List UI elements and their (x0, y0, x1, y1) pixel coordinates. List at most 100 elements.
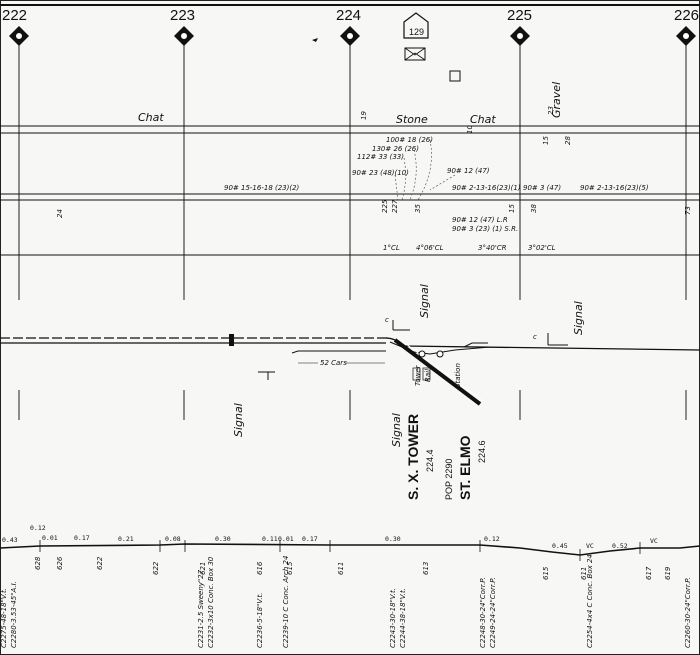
svg-text:C2232-3x10 Conc. Box 30: C2232-3x10 Conc. Box 30 (207, 556, 215, 648)
curve-note: 3°40'CR (478, 244, 507, 252)
svg-text:611: 611 (337, 562, 345, 575)
main-track (0, 334, 700, 351)
svg-text:0.01: 0.01 (278, 535, 294, 543)
svg-text:C2254-4x4 C Conc. Box 24: C2254-4x4 C Conc. Box 24 (586, 554, 594, 648)
rail-weight: 90# 2-13-16(23)(5) (580, 184, 649, 192)
rail-weight: 100# 18 (26) (386, 136, 433, 144)
curve-note: 3°02'CL (528, 244, 556, 252)
surface-gravel: Gravel (550, 82, 563, 118)
building-icon (449, 70, 461, 82)
surface-chat-left: Chat (138, 111, 164, 124)
svg-text:C2260-30-24"Corr.P.: C2260-30-24"Corr.P. (684, 577, 692, 648)
svg-text:619: 619 (664, 566, 672, 580)
svg-text:0.45: 0.45 (552, 542, 568, 550)
band-lines (0, 125, 700, 256)
bridge-number: 19 (360, 111, 368, 120)
svg-text:611: 611 (580, 567, 588, 580)
tick-number: 73 (684, 206, 692, 215)
highway-shield-icon: 129 (403, 12, 429, 39)
svg-text:616: 616 (256, 561, 264, 575)
rail-marker: Rail (424, 369, 432, 382)
diverging-track (393, 337, 484, 406)
rail-building-icon (422, 367, 431, 381)
rail-weight: 130# 26 (26) (372, 145, 419, 153)
svg-text:0.08: 0.08 (165, 535, 181, 543)
culvert-notes: C2275-48-18"V.t. C2280-3.53-45"A.I. C223… (0, 554, 692, 648)
milepost-lines (18, 45, 687, 420)
north-arrow-icon (312, 38, 318, 42)
svg-text:0.43: 0.43 (2, 536, 18, 544)
signal-icon (258, 371, 275, 380)
grade-values: 0.43 0.12 0.01 0.17 0.21 0.08 0.30 0.11 … (2, 524, 658, 550)
svg-text:C2275-48-18"V.t.: C2275-48-18"V.t. (0, 588, 8, 648)
svg-text:VC: VC (650, 537, 658, 545)
siding-capacity: 52 Cars (320, 359, 347, 367)
elevation-labels: 628 626 622 622 621 616 615 611 613 615 … (34, 556, 672, 580)
bridge-number: 15 (542, 136, 550, 145)
svg-text:615: 615 (542, 566, 550, 580)
bridge-number: 28 (564, 136, 572, 145)
station-milepost: 224.4 (425, 449, 435, 472)
milepost-label: 226 (674, 7, 699, 24)
svg-text:622: 622 (152, 561, 160, 575)
svg-text:0.17: 0.17 (74, 534, 90, 542)
curve-note: 4°06'CL (416, 244, 444, 252)
svg-text:621: 621 (199, 562, 207, 575)
signal-label: Signal (572, 301, 585, 335)
rail-weight: 90# 23 (48)(10) (352, 169, 409, 177)
bridge-number: 10 (466, 125, 474, 134)
tick-number: 35 (414, 204, 422, 213)
milepost-label: 222 (2, 7, 27, 24)
svg-text:C2244-38-18"V.t.: C2244-38-18"V.t. (399, 588, 407, 648)
switch-point-icon (436, 350, 444, 358)
siding-track (291, 341, 491, 355)
signal-letter: c (533, 333, 537, 341)
signal-icon (392, 320, 410, 331)
grade-profile-line (0, 543, 700, 556)
station-name: ST. ELMO (457, 435, 473, 500)
svg-text:C2239-10 C Conc. Arch 24: C2239-10 C Conc. Arch 24 (282, 556, 290, 648)
switch-point-icon (418, 350, 426, 358)
tick-number: 225 (381, 199, 389, 213)
svg-text:VC: VC (586, 542, 594, 550)
grade-break-ticks (39, 540, 641, 561)
svg-text:0.11: 0.11 (262, 535, 278, 543)
tick-number: 24 (56, 209, 64, 218)
station-population: POP 2290 (444, 459, 454, 500)
surface-chat-mid: Chat (470, 113, 496, 126)
svg-text:C2249-24-24"Corr.P.: C2249-24-24"Corr.P. (489, 577, 497, 648)
bridge-number: 23 (547, 106, 555, 115)
svg-text:0.21: 0.21 (118, 535, 134, 543)
svg-text:0.12: 0.12 (30, 524, 46, 532)
tie-note: 90# 12 (47) L.R (452, 216, 508, 224)
tower-building-icon (412, 367, 421, 381)
svg-text:626: 626 (56, 556, 64, 570)
svg-text:0.01: 0.01 (42, 534, 58, 542)
signal-label: Signal (418, 284, 431, 318)
envelope-building-icon (404, 47, 426, 61)
signal-label: Signal (232, 403, 245, 437)
svg-text:C2280-3.53-45"A.I.: C2280-3.53-45"A.I. (10, 581, 18, 648)
milepost-label: 225 (507, 7, 532, 24)
signal-label: Signal (390, 413, 403, 447)
svg-text:617: 617 (645, 566, 653, 580)
rail-weight: 90# 3 (47) (523, 184, 561, 192)
tick-number: 227 (391, 199, 399, 213)
svg-text:0.12: 0.12 (484, 535, 500, 543)
svg-text:0.30: 0.30 (215, 535, 231, 543)
station-marker: Station (454, 363, 462, 388)
milepost-label: 223 (170, 7, 195, 24)
svg-text:C2248-30-24"Corr.P.: C2248-30-24"Corr.P. (479, 577, 487, 648)
svg-text:0.17: 0.17 (302, 535, 318, 543)
signal-icon (547, 333, 568, 346)
milepost-label: 224 (336, 7, 361, 24)
rail-weight: 90# 2-13-16(23)(1) (452, 184, 521, 192)
svg-text:C2243-30-18"V.t.: C2243-30-18"V.t. (389, 588, 397, 648)
surface-stone: Stone (396, 113, 428, 126)
rail-weight: 90# 12 (47) (447, 167, 490, 175)
svg-text:129: 129 (409, 27, 424, 37)
tick-number: 15 (508, 204, 516, 213)
signal-letter: c (385, 316, 389, 324)
